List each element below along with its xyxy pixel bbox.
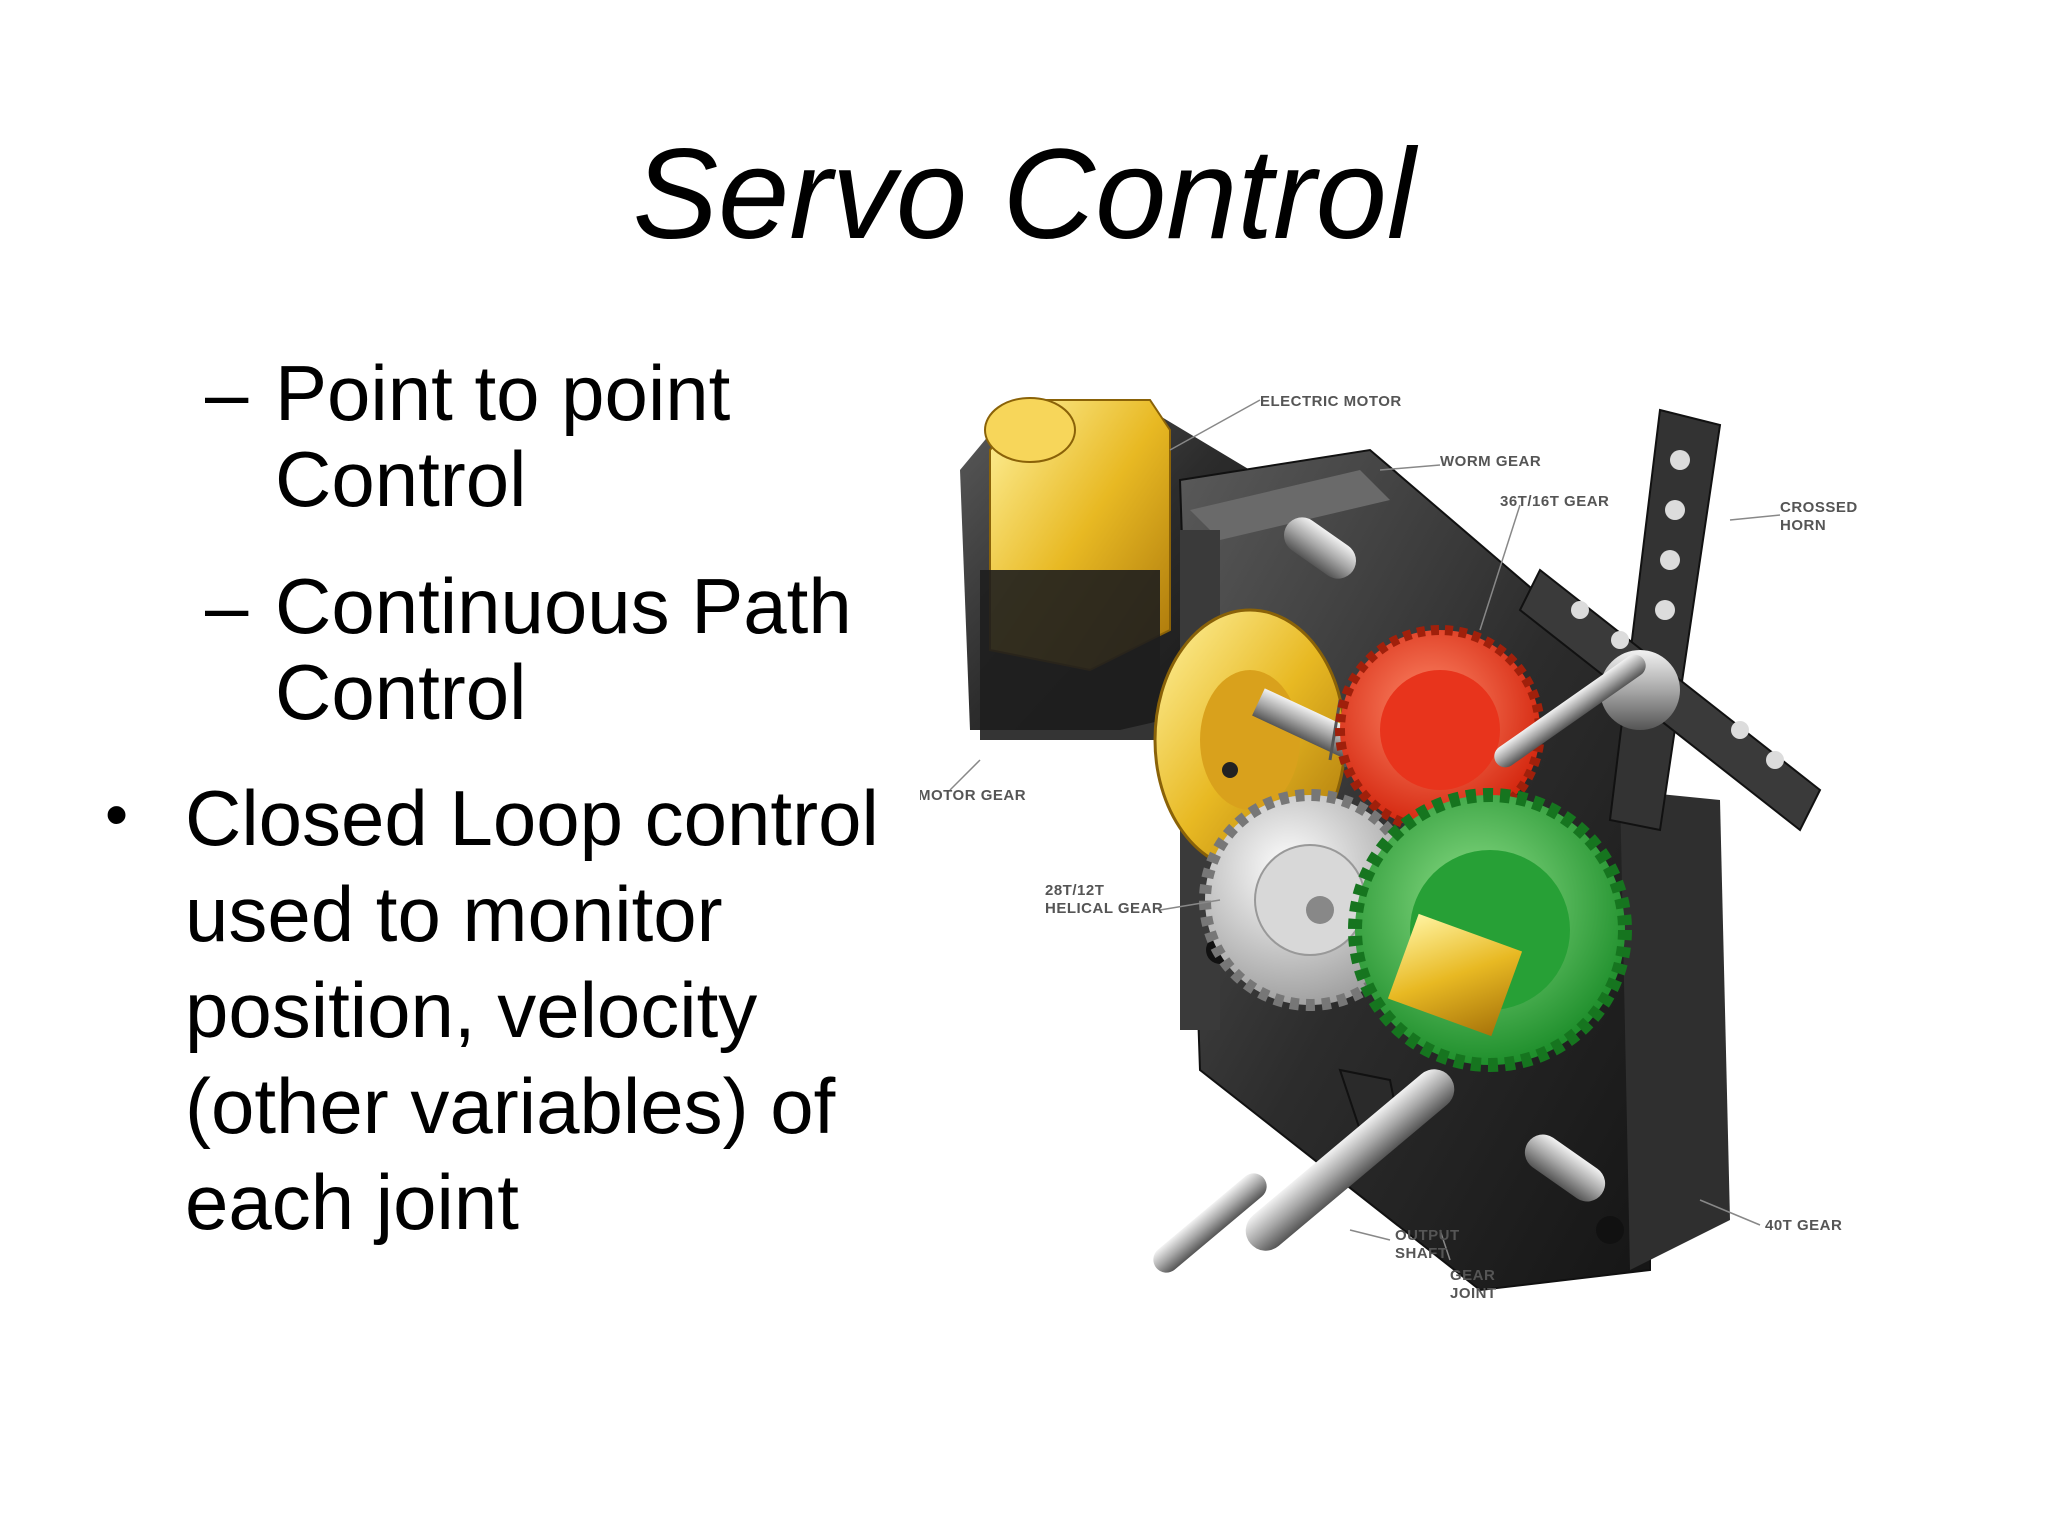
label-helical-gear: HELICAL GEAR: [1045, 900, 1163, 917]
electric-motor: [960, 397, 1250, 740]
label-electric-motor: ELECTRIC MOTOR: [1260, 393, 1402, 410]
horn-holes: [1571, 450, 1784, 769]
label-gear: GEAR: [1450, 1267, 1495, 1284]
label-motor-gear: MOTOR GEAR: [920, 787, 1026, 804]
green-gear: [1348, 788, 1632, 1072]
label-worm-gear: WORM GEAR: [1440, 453, 1541, 470]
main-item-line: (other variables) of: [185, 1062, 836, 1150]
main-item-line: position, velocity: [185, 966, 758, 1054]
main-item-text: Closed Loop control used to monitor posi…: [185, 770, 925, 1250]
sub-item-line: Control: [275, 435, 527, 523]
label-28t-12t: 28T/12T: [1045, 882, 1104, 899]
servo-gearbox-illustration: ELECTRIC MOTOR WORM GEAR 36T/16T GEAR CR…: [918, 370, 2020, 1350]
dash-marker: –: [205, 349, 249, 437]
sub-item-line: Control: [275, 648, 527, 736]
label-joint: JOINT: [1450, 1285, 1497, 1302]
label-shaft: SHAFT: [1395, 1245, 1448, 1262]
label-40t-gear: 40T GEAR: [1765, 1217, 1842, 1234]
crossed-horn: [1494, 408, 1822, 832]
bullet-list: – Point to point Control – Continuous Pa…: [0, 0, 930, 1536]
dash-marker: –: [205, 562, 249, 650]
main-item-line: each joint: [185, 1158, 519, 1246]
label-36t-16t-gear: 36T/16T GEAR: [1500, 493, 1609, 510]
label-crossed: CROSSED: [1780, 499, 1858, 516]
sub-item-text: Point to point Control: [275, 350, 925, 522]
main-item-line: used to monitor: [185, 870, 723, 958]
label-output: OUTPUT: [1395, 1227, 1460, 1244]
output-shaft: [1153, 1069, 1455, 1273]
sub-item-line: Continuous Path: [275, 562, 852, 650]
label-horn: HORN: [1780, 517, 1826, 534]
sub-item-text: Continuous Path Control: [275, 563, 925, 735]
slide-title: Servo Control: [632, 123, 1416, 266]
servo-gearbox-svg: ELECTRIC MOTOR WORM GEAR 36T/16T GEAR CR…: [918, 393, 1858, 1302]
bullet-marker: •: [105, 777, 129, 851]
sub-item-line: Point to point: [275, 349, 731, 437]
main-item-line: Closed Loop control: [185, 774, 879, 862]
callout-lines: [949, 399, 1781, 1261]
